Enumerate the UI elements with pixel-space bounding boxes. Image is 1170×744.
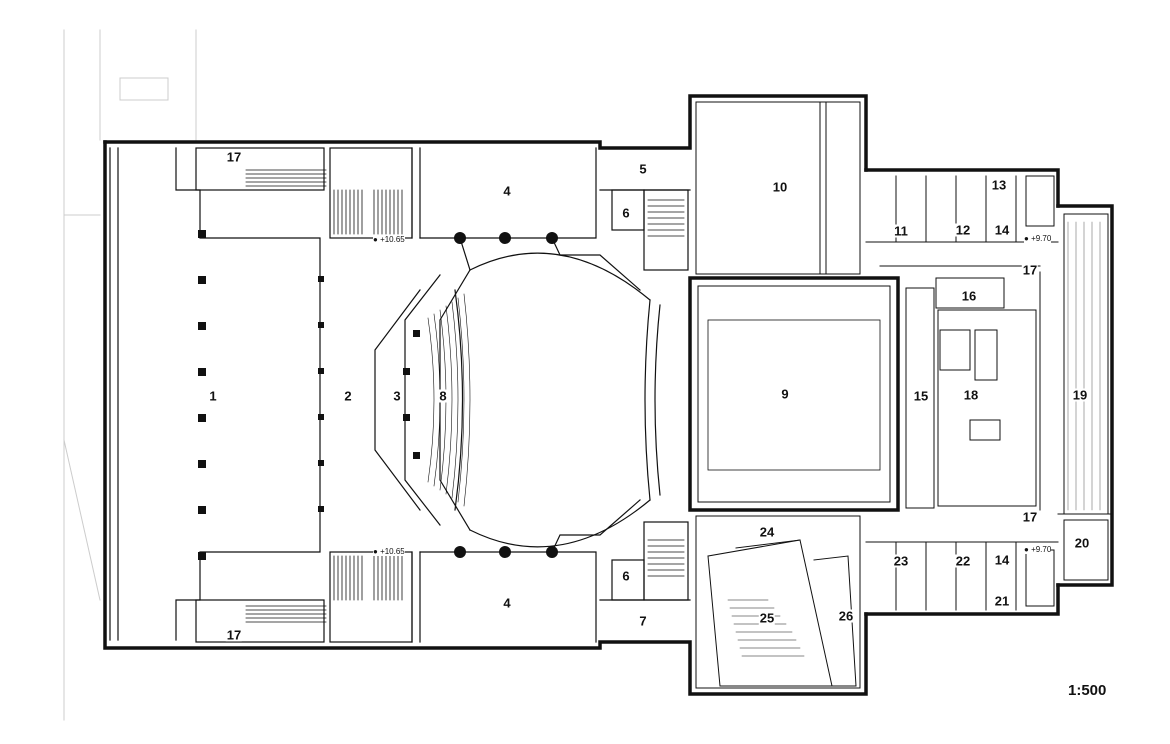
room-label-10: 10 <box>771 179 789 195</box>
scale-label: 1:500 <box>1068 682 1107 699</box>
outer-walls <box>103 94 1114 696</box>
room-label-11: 11 <box>893 223 909 239</box>
room-label-24: 24 <box>758 524 776 540</box>
room-label-23: 23 <box>892 553 910 569</box>
room-label-21: 21 <box>993 593 1011 609</box>
room-label-19: 19 <box>1071 387 1089 403</box>
room-label-13: 13 <box>990 177 1008 193</box>
room-label-14-bottom: 14 <box>993 552 1011 568</box>
seating-rows <box>427 293 471 507</box>
room-label-12: 12 <box>954 222 972 238</box>
room-label-8: 8 <box>438 388 448 404</box>
elevation-value: +10.65 <box>380 235 405 244</box>
room-label-18: 18 <box>962 387 980 403</box>
room-label-25: 25 <box>758 610 776 626</box>
room-label-6-top: 6 <box>621 205 631 221</box>
room-label-7: 7 <box>638 613 648 629</box>
room-label-4-bottom: 4 <box>502 595 512 611</box>
room-label-17-right-bottom: 17 <box>1021 509 1039 525</box>
room-label-4-top: 4 <box>502 183 512 199</box>
elevation-value: +9.70 <box>1031 234 1052 243</box>
room-label-17-topleft: 17 <box>225 149 243 165</box>
elevation-marker-right-top: ● +9.70 <box>1024 234 1052 243</box>
rehearsal-seats <box>727 599 805 657</box>
stairs <box>245 169 685 623</box>
room-label-2: 2 <box>343 388 353 404</box>
stage <box>688 276 900 512</box>
elevation-marker-top: ● +10.65 <box>373 235 405 244</box>
elevation-marker-bottom: ● +10.65 <box>373 547 405 556</box>
room-label-17-right-top: 17 <box>1021 262 1039 278</box>
room-label-9: 9 <box>780 386 790 402</box>
elevation-value: +9.70 <box>1031 545 1052 554</box>
room-label-16: 16 <box>960 288 978 304</box>
room-label-5: 5 <box>638 161 648 177</box>
room-label-14-top: 14 <box>993 222 1011 238</box>
room-label-6-bottom: 6 <box>621 568 631 584</box>
room-label-1: 1 <box>208 388 218 404</box>
auditorium <box>374 237 661 553</box>
room-label-20: 20 <box>1073 535 1091 551</box>
elevation-marker-right-bottom: ● +9.70 <box>1024 545 1052 554</box>
elevation-value: +10.65 <box>380 547 405 556</box>
room-label-17-bottomleft: 17 <box>225 627 243 643</box>
room-label-22: 22 <box>954 553 972 569</box>
columns <box>198 230 558 560</box>
room-label-15: 15 <box>912 388 930 404</box>
room-label-26: 26 <box>837 608 855 624</box>
storage-racks <box>1067 221 1101 511</box>
room-label-3: 3 <box>392 388 402 404</box>
